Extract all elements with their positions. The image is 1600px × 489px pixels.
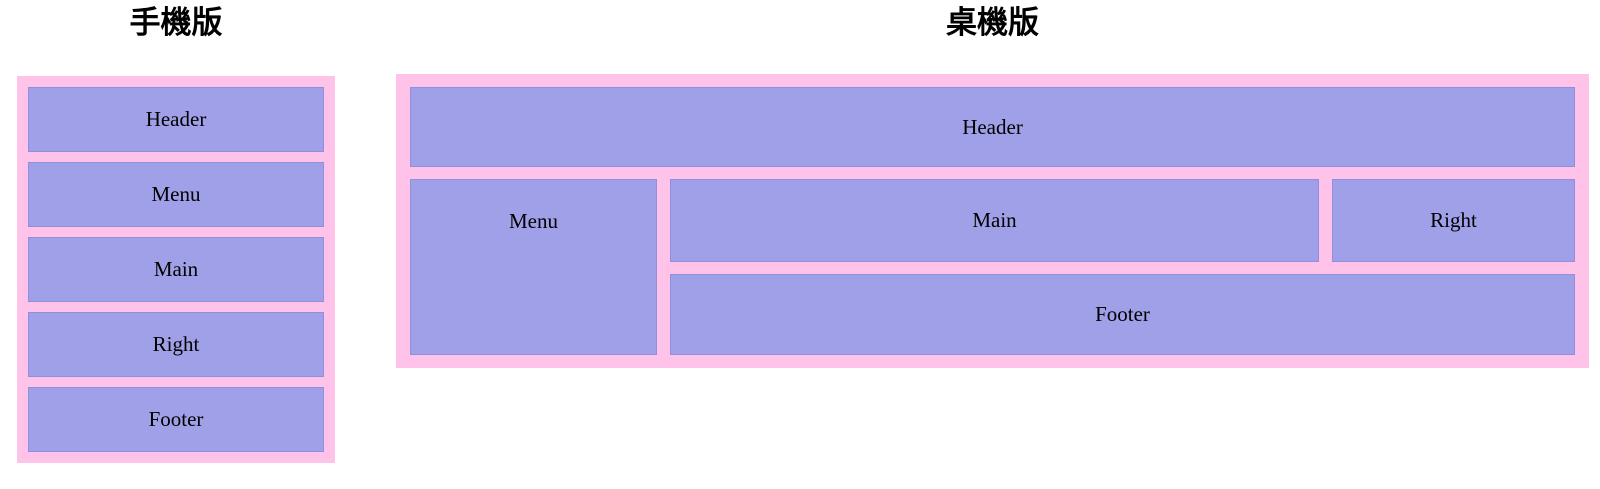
desktop-right-box: Right	[1332, 179, 1575, 262]
mobile-main-box: Main	[28, 237, 324, 302]
mobile-right-box: Right	[28, 312, 324, 377]
desktop-main-box: Main	[670, 179, 1319, 262]
desktop-menu-box: Menu	[410, 179, 657, 355]
desktop-layout-container: Header Menu Main Right Footer	[396, 74, 1589, 368]
mobile-layout-title: 手機版	[129, 5, 223, 40]
desktop-footer-box: Footer	[670, 274, 1575, 355]
mobile-footer-box: Footer	[28, 387, 324, 452]
mobile-menu-box: Menu	[28, 162, 324, 227]
mobile-header-box: Header	[28, 87, 324, 152]
mobile-layout-container: Header Menu Main Right Footer	[17, 76, 335, 463]
desktop-header-box: Header	[410, 87, 1575, 167]
desktop-layout-title: 桌機版	[946, 5, 1039, 40]
